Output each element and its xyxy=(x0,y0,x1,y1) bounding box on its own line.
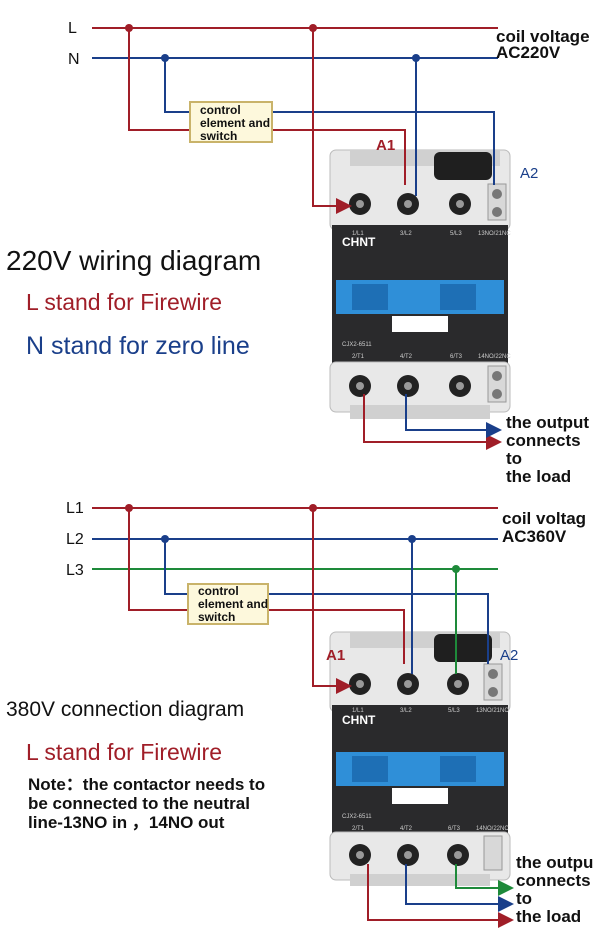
note-line-3: line-13NO in ，14NO out xyxy=(28,813,225,832)
top-title: 220V wiring diagram xyxy=(6,245,261,276)
svg-text:CJX2-6511: CJX2-6511 xyxy=(342,814,372,820)
svg-text:4/T2: 4/T2 xyxy=(400,826,413,832)
svg-text:CJX2-6511: CJX2-6511 xyxy=(342,342,372,348)
contactor-bottom xyxy=(329,631,511,886)
label-l3: L3 xyxy=(66,562,84,579)
bottom-legend-l: L stand for Firewire xyxy=(26,739,222,765)
label-n: N xyxy=(68,51,80,68)
top-output-4: the load xyxy=(506,467,571,486)
terminal-a2: A2 xyxy=(520,165,538,182)
label-l: L xyxy=(68,20,77,37)
svg-text:5/L3: 5/L3 xyxy=(448,708,460,714)
top-output-3: to xyxy=(506,449,522,468)
control-label-bottom-1: control xyxy=(198,584,239,598)
svg-text:13NO/21NC: 13NO/21NC xyxy=(476,708,509,714)
label-l2: L2 xyxy=(66,531,84,548)
top-output-2: connects xyxy=(506,431,581,450)
bottom-output-2: connects xyxy=(516,871,591,890)
svg-text:14NO/22NC: 14NO/22NC xyxy=(478,354,511,360)
bottom-title: 380V connection diagram xyxy=(6,698,244,721)
control-label-3: switch xyxy=(200,129,237,143)
svg-text:4/T2: 4/T2 xyxy=(400,354,413,360)
bottom-output-4: the load xyxy=(516,907,581,926)
control-label-1: control xyxy=(200,103,241,117)
svg-text:5/L3: 5/L3 xyxy=(450,231,462,237)
top-legend-n: N stand for zero line xyxy=(26,332,250,360)
control-label-bottom-2: element and xyxy=(198,597,268,611)
bottom-output-1: the outpu xyxy=(516,853,593,872)
coil-voltage-value: AC220V xyxy=(496,43,561,62)
top-output-1: the output xyxy=(506,413,589,432)
control-label-bottom-3: switch xyxy=(198,610,235,624)
svg-text:3/L2: 3/L2 xyxy=(400,708,412,714)
svg-text:3/L2: 3/L2 xyxy=(400,231,412,237)
label-l1: L1 xyxy=(66,500,84,517)
svg-text:2/T1: 2/T1 xyxy=(352,354,365,360)
terminal-a1-bottom: A1 xyxy=(326,647,345,664)
control-switch-box xyxy=(189,101,273,143)
svg-text:13NO/21NC: 13NO/21NC xyxy=(478,231,511,237)
svg-text:1/L1: 1/L1 xyxy=(352,231,364,237)
bottom-output-3: to xyxy=(516,889,532,908)
control-label-2: element and xyxy=(200,116,270,130)
coil-voltage-value-bottom: AC360V xyxy=(502,527,567,546)
terminal-a1: A1 xyxy=(376,137,395,154)
terminal-a2-bottom: A2 xyxy=(500,647,518,664)
control-switch-box-bottom xyxy=(187,583,269,625)
coil-voltage-label-bottom: coil voltag xyxy=(502,509,586,528)
svg-text:6/T3: 6/T3 xyxy=(450,354,463,360)
svg-text:1/L1: 1/L1 xyxy=(352,708,364,714)
brand-top: CHNT xyxy=(342,235,376,249)
svg-text:14NO/22NC: 14NO/22NC xyxy=(476,826,509,832)
note-line-1: Note：the contactor needs to xyxy=(28,775,265,794)
bottom-diagram xyxy=(92,504,514,928)
contactor-top xyxy=(329,149,511,419)
svg-text:2/T1: 2/T1 xyxy=(352,826,365,832)
svg-text:6/T3: 6/T3 xyxy=(448,826,461,832)
top-legend-l: L stand for Firewire xyxy=(26,289,222,315)
brand-bottom: CHNT xyxy=(342,713,376,727)
top-diagram xyxy=(92,24,511,450)
coil-voltage-label: coil voltage xyxy=(496,27,590,46)
note-line-2: be connected to the neutral xyxy=(28,794,250,813)
